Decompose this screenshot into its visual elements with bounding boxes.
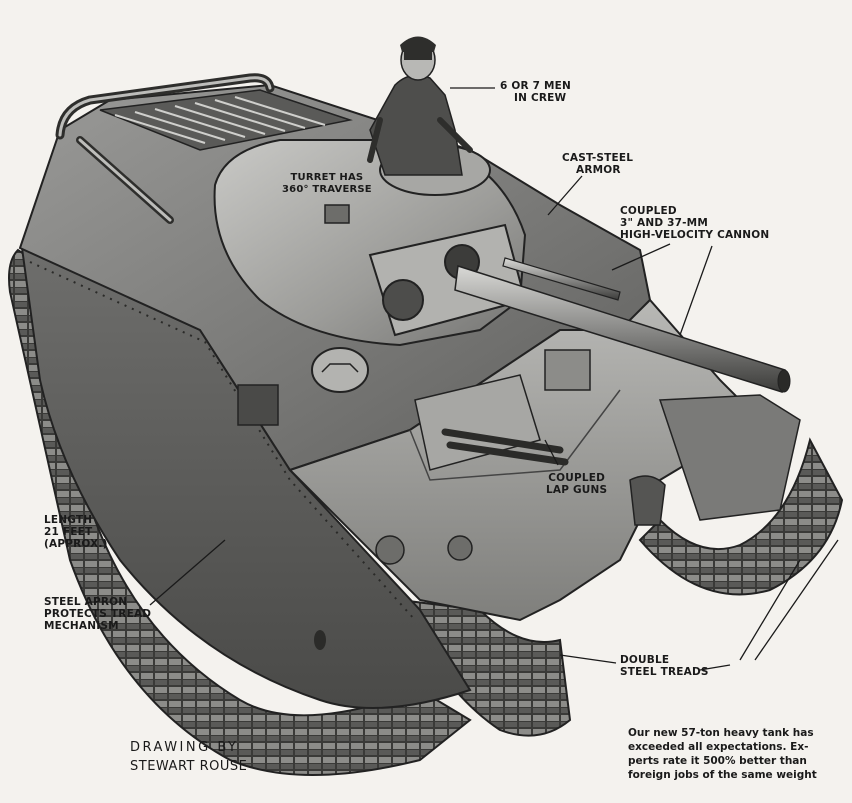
cannon-label-line2: 3" AND 37-MM [620, 217, 708, 229]
lap-guns-label-line2: LAP GUNS [546, 484, 608, 496]
turret-label: TURRET HAS 360° TRAVERSE [282, 172, 372, 196]
front-glacis [237, 298, 801, 622]
crew-label-line1: 6 OR 7 MEN [500, 80, 571, 92]
crew-label-line2: IN CREW [514, 92, 567, 104]
cannon-label-line3: HIGH-VELOCITY CANNON [620, 229, 770, 241]
right-tread [638, 437, 844, 596]
main-cannon [454, 257, 791, 393]
length-label-line1: LENGTH [44, 514, 93, 526]
apron-label: STEEL APRON PROTECTS TREAD MECHANISM [44, 596, 151, 632]
caption-line3: perts rate it 500% better than [628, 755, 807, 767]
turret-label-line1: TURRET HAS [290, 172, 364, 183]
armor-label: CAST-STEEL ARMOR [562, 152, 633, 176]
apron-label-line3: MECHANISM [44, 620, 119, 632]
leader-lines [149, 87, 839, 671]
treads-label: DOUBLE STEEL TREADS [620, 654, 709, 678]
turret-label-line2: 360° TRAVERSE [282, 184, 372, 195]
cannon-label-line1: COUPLED [620, 205, 677, 217]
credit-line1: DRAWING BY [130, 740, 239, 755]
apron-label-line1: STEEL APRON [44, 596, 128, 608]
crew-label: 6 OR 7 MEN IN CREW [500, 80, 571, 104]
treads-label-line1: DOUBLE [620, 654, 670, 666]
caption-line2: exceeded all expectations. Ex- [628, 741, 809, 753]
engine-grille [55, 73, 353, 224]
length-label: LENGTH 21 FEET (APPROX.) [44, 514, 108, 550]
length-label-line3: (APPROX.) [44, 538, 108, 550]
length-label-line2: 21 FEET [44, 526, 93, 538]
treads-label-line2: STEEL TREADS [620, 666, 709, 678]
lap-guns-label: COUPLED LAP GUNS [546, 472, 607, 496]
armor-label-line1: CAST-STEEL [562, 152, 634, 164]
caption-line4: foreign jobs of the same weight [628, 769, 817, 781]
cannon-label: COUPLED 3" AND 37-MM HIGH-VELOCITY CANNO… [620, 205, 769, 241]
turret [213, 139, 527, 347]
caption-text: Our new 57-ton heavy tank has exceeded a… [628, 726, 838, 782]
apron-label-line2: PROTECTS TREAD [44, 608, 152, 620]
drawing-credit: DRAWING BY STEWART ROUSE [130, 738, 247, 776]
caption-line1: Our new 57-ton heavy tank has [628, 727, 814, 739]
left-tread [8, 248, 472, 776]
crew-figure [367, 36, 473, 176]
armor-label-line2: ARMOR [576, 164, 621, 176]
lap-guns-label-line1: COUPLED [548, 472, 606, 484]
credit-line2: STEWART ROUSE [130, 759, 248, 774]
